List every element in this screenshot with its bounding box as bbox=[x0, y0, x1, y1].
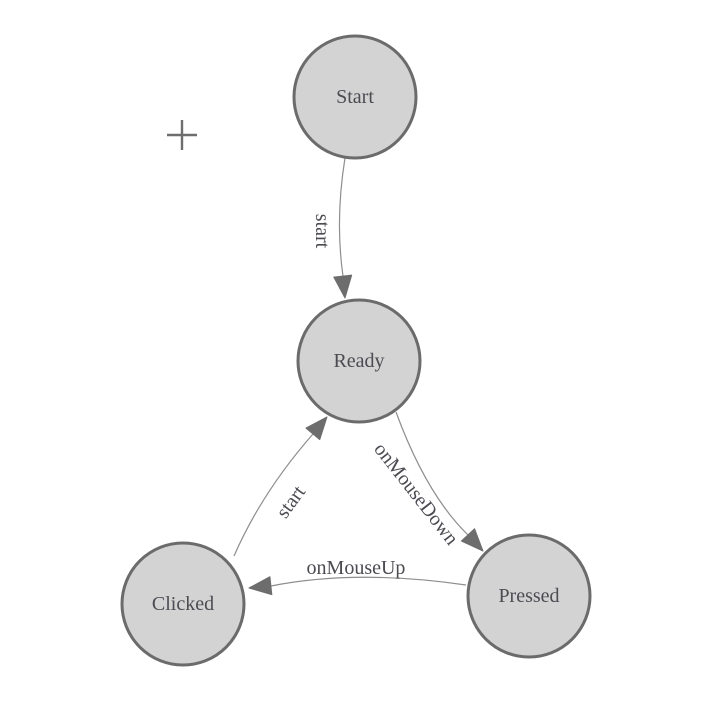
state-label: Ready bbox=[333, 350, 384, 372]
arrowhead bbox=[248, 576, 273, 596]
edge-ready-to-pressed[interactable]: onMouseDown bbox=[369, 411, 489, 557]
node-pressed[interactable]: Pressed bbox=[466, 533, 592, 659]
edge-path[interactable] bbox=[270, 576, 467, 587]
state-label: Pressed bbox=[498, 585, 559, 607]
edge-label[interactable]: start bbox=[272, 481, 310, 522]
state-label: Clicked bbox=[152, 593, 214, 615]
state-label: Start bbox=[336, 86, 374, 108]
state-circle[interactable] bbox=[292, 34, 418, 160]
arrowhead bbox=[460, 528, 484, 552]
edge-path[interactable] bbox=[395, 411, 469, 536]
edge-label[interactable]: onMouseDown bbox=[369, 439, 462, 550]
state-circle[interactable] bbox=[296, 298, 422, 424]
edge-path[interactable] bbox=[338, 157, 346, 277]
state-circle[interactable] bbox=[466, 533, 592, 659]
state-circle[interactable] bbox=[120, 541, 246, 667]
edge-label[interactable]: start bbox=[311, 214, 333, 249]
node-ready[interactable]: Ready bbox=[296, 298, 422, 424]
edge-pressed-to-clicked[interactable]: onMouseUp bbox=[248, 557, 467, 597]
plus-crosshair-cursor-icon bbox=[167, 120, 197, 150]
arrowhead bbox=[305, 416, 328, 441]
edge-clicked-to-ready[interactable]: start bbox=[233, 411, 334, 557]
node-start[interactable]: Start bbox=[292, 34, 418, 160]
arrowhead bbox=[333, 274, 353, 299]
edge-label[interactable]: onMouseUp bbox=[307, 557, 406, 579]
edge-start-to-ready[interactable]: start bbox=[311, 157, 354, 299]
node-clicked[interactable]: Clicked bbox=[120, 541, 246, 667]
edge-path[interactable] bbox=[233, 433, 314, 557]
